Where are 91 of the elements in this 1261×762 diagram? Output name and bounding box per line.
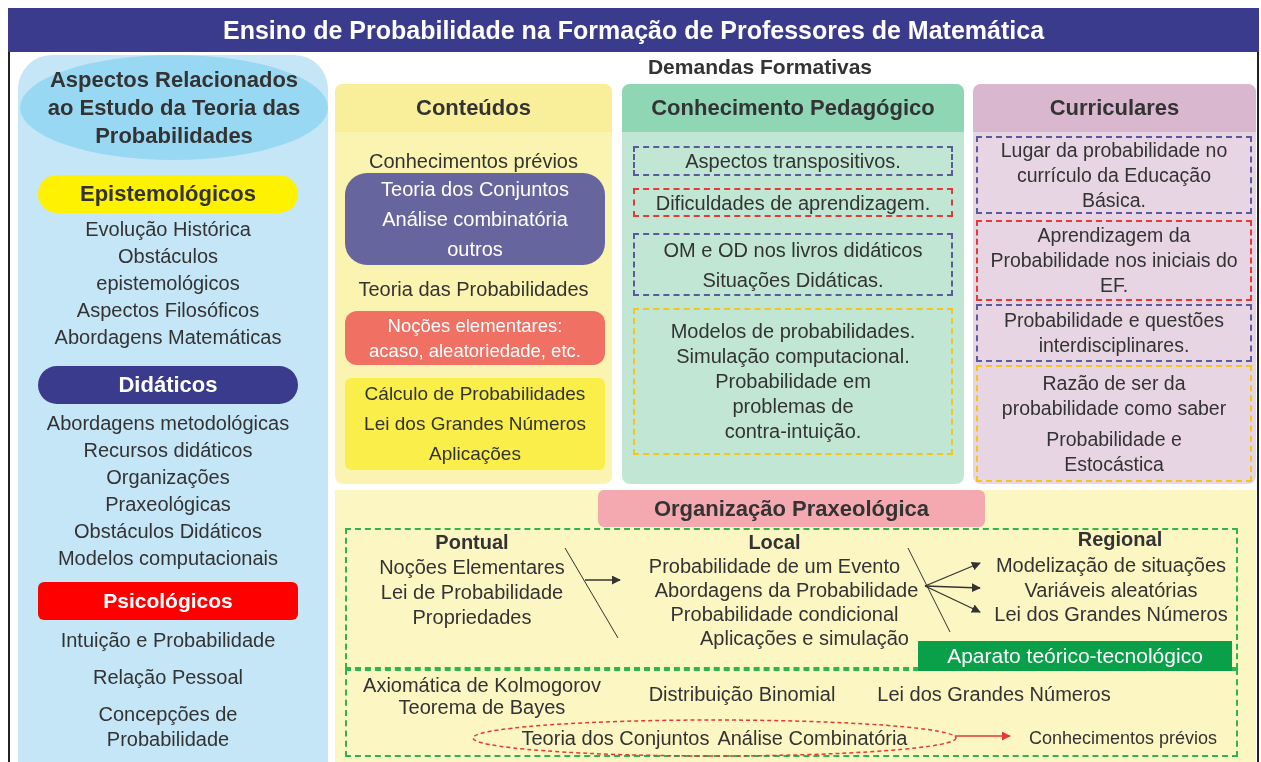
topic-text: Conhecimentos prévios — [368, 148, 579, 174]
topic-text: outros — [447, 237, 503, 262]
topic-text: Probabilidade em problemas de contra-intuição. — [714, 369, 872, 444]
topic-text: Aspectos transpositivos. — [685, 149, 901, 173]
arrow — [584, 575, 621, 585]
column-heading: Conteúdos — [335, 84, 612, 132]
topic-text: Noções Elementares — [379, 555, 565, 580]
section-title: Demandas Formativas — [646, 55, 874, 79]
topic-text: Teoria dos Conjuntos — [521, 726, 710, 750]
topic-text: Aprendizagem da Probabilidade nos iniciais do EF. — [989, 223, 1239, 298]
list-item: Concepções de Probabilidade — [97, 702, 239, 752]
topic-text: OM e OD nos livros didáticos — [663, 237, 923, 263]
category-label: Epistemológicos — [79, 182, 256, 206]
topic-text: Análise combinatória — [382, 207, 568, 232]
section-tag: Aparato teórico-tecnológico — [918, 641, 1232, 671]
category-pill — [38, 366, 298, 404]
topic-box — [345, 378, 605, 470]
list-item: Abordagens Matemáticas — [54, 325, 282, 350]
topic-text: Lugar da probabilidade no currículo da Educação Básica. — [999, 137, 1229, 213]
topic-text: Razão de ser da probabilidade como saber — [1000, 370, 1228, 421]
topic-text: Simulação computacional. — [676, 344, 910, 369]
topic-box — [976, 365, 1252, 482]
topic-text: Probabilidade e Estocástica — [1045, 426, 1183, 477]
list-item: Relação Pessoal — [92, 665, 244, 690]
topic-text: Análise Combinatória — [717, 726, 908, 750]
topic-text: Aplicações — [429, 442, 521, 466]
topic-box — [976, 304, 1252, 362]
topic-text: Aplicações e simulação — [700, 626, 909, 650]
list-item: Abordagens metodológicas — [46, 411, 290, 436]
topic-text: Lei dos Grandes Números — [876, 682, 1112, 706]
topic-box — [976, 136, 1252, 214]
topic-text: Cálculo de Probabilidades — [364, 382, 586, 406]
dashed-region — [345, 528, 1238, 669]
arrow — [954, 731, 1011, 741]
topic-text: Dificuldades de aprendizagem. — [655, 190, 931, 215]
panel-heading: Aspectos Relacionados ao Estudo da Teoria das Probabilidades — [20, 55, 328, 160]
topic-text: Lei dos Grandes Números — [364, 412, 586, 436]
list-item: Obstáculos epistemológicos — [95, 244, 241, 296]
topic-text: Teoria dos Conjuntos — [381, 177, 569, 202]
level-heading: Regional — [1076, 528, 1164, 551]
topic-text: Conhecimentos prévios — [1028, 727, 1218, 750]
arrow — [924, 583, 981, 593]
side-panel — [18, 55, 328, 762]
topic-box — [345, 311, 605, 365]
list-item: Aspectos Filosóficos — [76, 298, 260, 323]
topic-box — [633, 188, 953, 217]
arrow — [924, 561, 981, 587]
level-heading: Local — [748, 530, 801, 554]
topic-box — [976, 220, 1252, 301]
column-panel — [622, 84, 964, 484]
list-item: Evolução Histórica — [85, 217, 251, 242]
topic-text: Probabilidade de um Evento — [648, 554, 901, 578]
topic-box — [345, 173, 605, 265]
topic-text: Propriedades — [412, 605, 532, 630]
topic-text: Teorema de Bayes — [397, 696, 567, 719]
list-item: Modelos computacionais — [57, 546, 279, 571]
topic-text: Lei de Probabilidade — [380, 580, 564, 605]
column-panel — [973, 84, 1256, 484]
topic-text: Noções elementares: acaso, aleatoriedade, etc. — [368, 314, 582, 363]
topic-text: Lei dos Grandes Números — [994, 602, 1228, 626]
column-panel — [335, 84, 612, 484]
category-pill — [38, 175, 298, 213]
topic-box — [633, 233, 953, 296]
list-item: Recursos didáticos — [83, 438, 253, 463]
topic-text: Modelização de situações — [995, 553, 1227, 577]
list-item: Obstáculos Didáticos — [74, 519, 262, 544]
column-heading: Curriculares — [973, 84, 1256, 132]
arrow — [924, 585, 981, 613]
topic-box — [633, 146, 953, 176]
topic-text: Abordagens da Probabilidade — [654, 578, 919, 602]
section-heading: Organização Praxeológica — [598, 490, 985, 527]
topic-text: Distribuição Binomial — [647, 682, 837, 706]
topic-text: Probabilidade e questões interdisciplinares. — [1002, 308, 1226, 358]
dashed-region — [345, 669, 1238, 757]
section-panel — [335, 490, 1256, 762]
level-heading: Pontual — [435, 530, 509, 555]
topic-text: Variáveis aleatórias — [1024, 578, 1198, 602]
column-heading: Conhecimento Pedagógico — [622, 84, 964, 132]
category-label: Psicológicos — [103, 589, 233, 613]
topic-text: Teoria das Probabilidades — [357, 276, 590, 302]
topic-text: Probabilidade condicional — [670, 602, 899, 626]
topic-box — [633, 308, 953, 455]
topic-text: Axiomática de Kolmogorov — [362, 674, 602, 697]
list-item: Intuição e Probabilidade — [60, 628, 276, 653]
category-label: Didáticos — [118, 373, 218, 397]
list-item: Organizações Praxeológicas — [104, 465, 232, 517]
category-pill — [38, 582, 298, 620]
title-banner: Ensino de Probabilidade na Formação de Professores de Matemática — [8, 8, 1259, 52]
dashed-ellipse — [472, 719, 957, 757]
topic-text: Situações Didáticas. — [702, 267, 884, 293]
topic-text: Modelos de probabilidades. — [670, 319, 916, 344]
